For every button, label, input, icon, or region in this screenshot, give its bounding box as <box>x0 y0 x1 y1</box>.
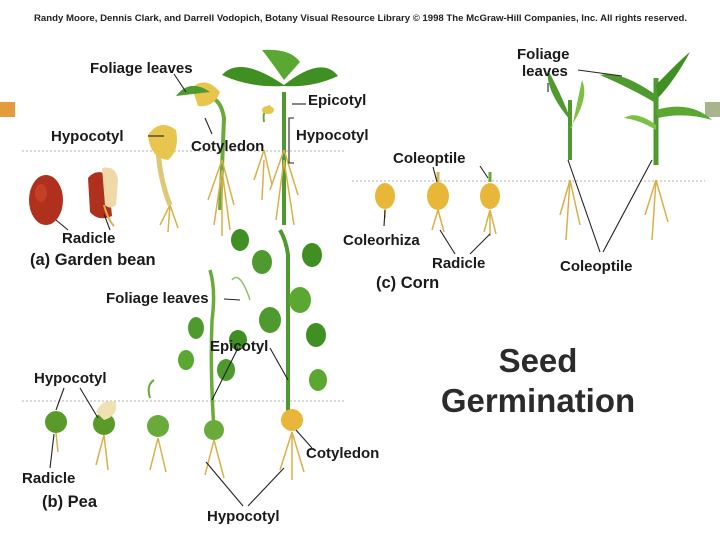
bean-radicle-label: Radicle <box>62 230 116 247</box>
pea-foliage-leaves-label: Foliage leaves <box>106 290 209 307</box>
bean-seed-1 <box>29 175 63 225</box>
right-square-marker-icon <box>705 102 720 117</box>
bean-epicotyl-label: Epicotyl <box>308 92 367 109</box>
pea-seedling-5 <box>231 228 327 480</box>
pea-seedling-2 <box>93 401 117 471</box>
pea-hypocotyl-left-label: Hypocotyl <box>34 370 107 387</box>
corn-foliage-label: Foliage <box>517 46 570 63</box>
bean-foliage-leaves-label: Foliage leaves <box>90 60 193 77</box>
bean-cotyledon-label: Cotyledon <box>191 138 265 155</box>
bean-seed-2 <box>88 167 118 227</box>
slide-title-line1: Seed <box>498 342 578 379</box>
pea-hypocotyl-bottom-label: Hypocotyl <box>207 508 280 525</box>
pea-epicotyl-label: Epicotyl <box>210 338 269 355</box>
credit-line: Randy Moore, Dennis Clark, and Darrell V… <box>34 13 688 24</box>
pea-cotyledon-label: Cotyledon <box>306 445 380 462</box>
left-square-marker-icon <box>0 102 15 117</box>
corn-coleoptile-top-label: Coleoptile <box>393 150 466 167</box>
bean-seedling-4 <box>176 82 235 236</box>
bean-seedling-5 <box>253 105 274 201</box>
corn-coleoptile-bottom-label: Coleoptile <box>560 258 633 275</box>
corn-coleorhiza-label: Coleorhiza <box>343 232 420 249</box>
pea-seedling-3 <box>147 379 169 473</box>
pea-caption: (b) Pea <box>42 493 98 511</box>
bean-seedling-3 <box>148 125 179 233</box>
corn-seed-3 <box>480 172 500 236</box>
corn-caption: (c) Corn <box>376 274 440 292</box>
bean-caption: (a) Garden bean <box>30 251 156 269</box>
corn-seed-2 <box>427 172 449 233</box>
corn-leader-lines <box>383 69 653 255</box>
soil-lines <box>22 150 705 402</box>
pea-radicle-label: Radicle <box>22 470 76 487</box>
bean-leader-lines <box>55 73 306 231</box>
corn-radicle-label: Radicle <box>432 255 486 272</box>
corn-seedling-4 <box>547 70 585 241</box>
bean-seedling-6 <box>222 49 338 226</box>
bean-hypocotyl-right-label: Hypocotyl <box>296 127 369 144</box>
pea-leader-lines <box>49 298 313 507</box>
corn-leaves-label: leaves <box>522 63 568 80</box>
corn-seedling-5 <box>600 52 712 241</box>
bean-hypocotyl-left-label: Hypocotyl <box>51 128 124 145</box>
slide-title-line2: Germination <box>440 382 636 419</box>
pea-seed-1 <box>45 411 67 453</box>
